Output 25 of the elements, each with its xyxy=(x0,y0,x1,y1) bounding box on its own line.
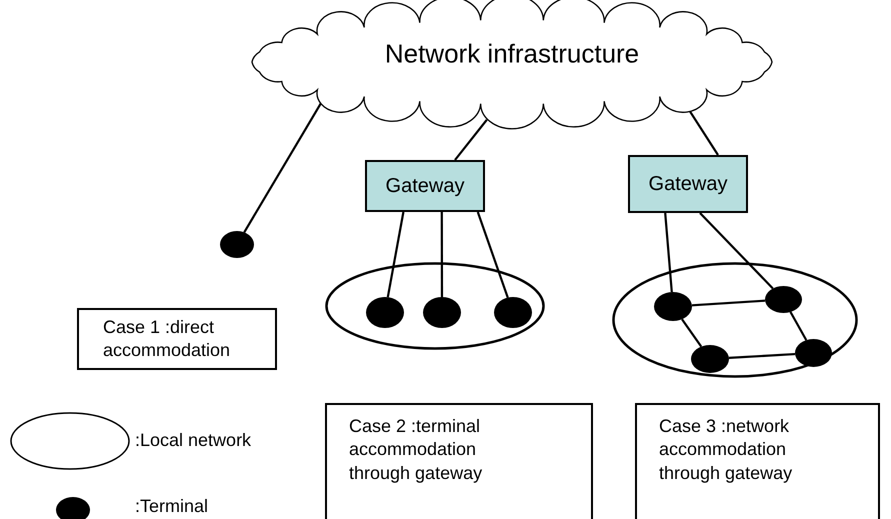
process-box xyxy=(628,155,748,213)
connector-line xyxy=(440,212,444,297)
connector-line xyxy=(476,212,509,298)
box-label: Gateway xyxy=(648,172,728,197)
box-label: Case 2 :terminal accommodation through gateway xyxy=(349,415,484,485)
connector-line xyxy=(728,352,796,359)
legend-label: :Terminal xyxy=(135,496,208,517)
connector-line xyxy=(699,212,774,290)
connector-line xyxy=(664,212,673,292)
connector-line xyxy=(692,300,766,306)
connector-line xyxy=(681,318,702,348)
connector-line xyxy=(243,102,323,233)
connector-line xyxy=(689,110,719,156)
connector-line xyxy=(790,311,808,341)
connector-line xyxy=(386,212,404,298)
cloud-label: Network infrastructure xyxy=(384,38,640,71)
process-box xyxy=(77,308,277,370)
process-box xyxy=(365,160,485,212)
box-label: Gateway xyxy=(386,174,464,199)
legend-label: :Local network xyxy=(135,430,252,451)
box-label: Case 1 :direct accommodation xyxy=(103,316,232,362)
process-box xyxy=(635,403,880,519)
process-box xyxy=(325,403,593,519)
box-label: Case 3 :network accommodation through gateway xyxy=(659,415,794,485)
connector-line xyxy=(454,119,488,161)
